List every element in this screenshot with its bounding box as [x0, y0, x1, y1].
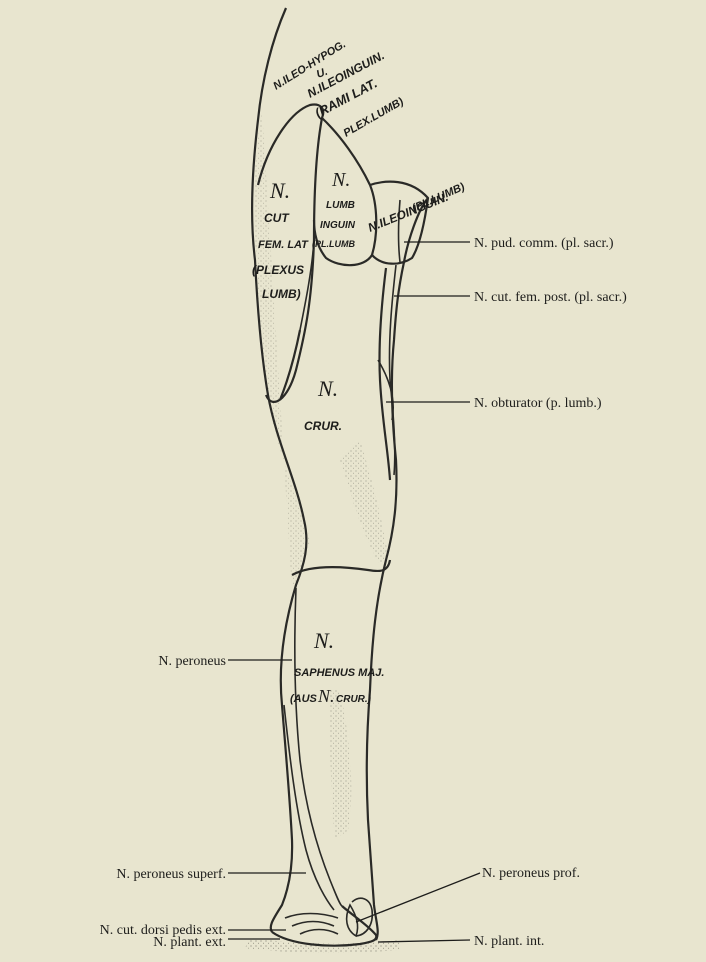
region-saph-2c: CRUR.) — [336, 694, 372, 705]
region-lumb-3: (PL.LUMB — [312, 239, 355, 249]
region-cut-1: CUT — [264, 211, 290, 225]
region-cut-2: FEM. LAT — [258, 239, 309, 251]
region-crur-n: N. — [317, 376, 338, 401]
outside-labels: N. pud. comm. (pl. sacr.) N. cut. fem. p… — [100, 236, 628, 950]
peroneus-prof-region — [347, 905, 358, 936]
region-saph-2a: (AUS — [290, 693, 318, 705]
shin-shading — [330, 690, 351, 840]
peroneus-superf-boundary — [284, 705, 334, 910]
label-plant-ext: N. plant. ext. — [153, 935, 226, 950]
region-saph-1: SAPHENUS MAJ. — [294, 667, 384, 679]
label-peroneus: N. peroneus — [158, 654, 226, 669]
label-plant-int: N. plant. int. — [474, 934, 544, 949]
label-cut-fem-post: N. cut. fem. post. (pl. sacr.) — [474, 290, 627, 305]
region-saph-2b: N. — [317, 686, 335, 706]
region-cut-3: (PLEXUS — [252, 263, 304, 277]
region-lumb-2: INGUIN — [320, 220, 356, 231]
toes-line-3 — [300, 930, 338, 935]
foot-outline — [272, 906, 376, 946]
leader-peroneus-prof — [356, 873, 480, 922]
label-obturator: N. obturator (p. lumb.) — [474, 396, 602, 411]
label-peroneus-prof: N. peroneus prof. — [482, 866, 580, 881]
region-cut-n: N. — [269, 178, 290, 203]
toes-line-2 — [292, 922, 334, 927]
region-pl-lumb-right: (PL.LUMB) — [410, 181, 467, 215]
leg-outline — [245, 8, 428, 953]
region-cut-4: LUMB) — [262, 287, 301, 301]
knee-boundary — [292, 560, 390, 575]
label-peroneus-superf: N. peroneus superf. — [116, 867, 226, 882]
label-pud-comm: N. pud. comm. (pl. sacr.) — [474, 236, 614, 251]
region-saph-n: N. — [313, 628, 334, 653]
knee-shading — [340, 440, 388, 565]
region-lumb-1: LUMB — [326, 200, 355, 211]
region-lumb-n: N. — [331, 169, 350, 191]
region-labels: N.ILEO-HYPOG. U. N.ILEOINGUIN. (RAMI LAT… — [252, 38, 467, 706]
toes-line — [285, 914, 338, 919]
leg-front-contour — [367, 198, 428, 940]
region-crur: CRUR. — [304, 419, 342, 433]
